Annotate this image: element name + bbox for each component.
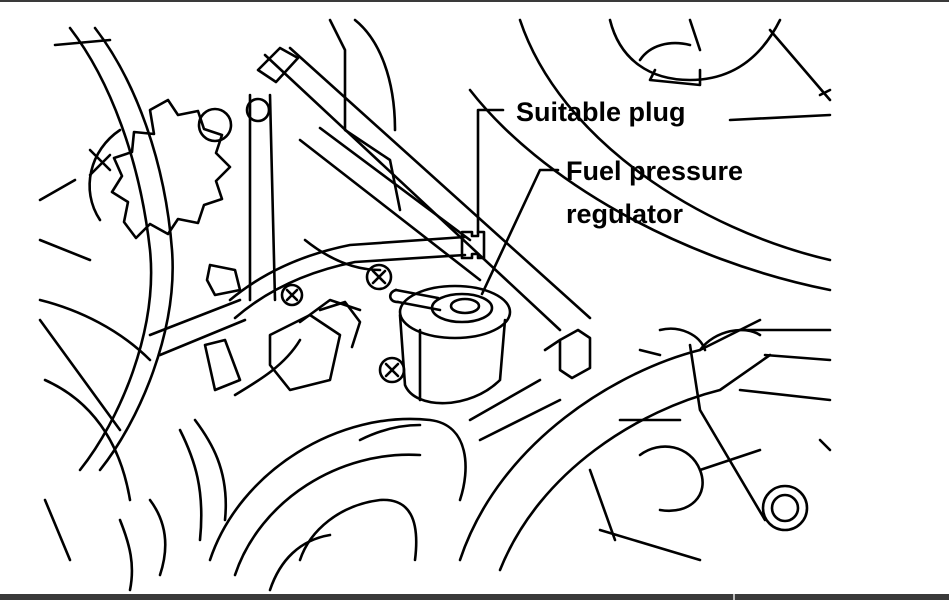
left-hose-outer [68, 26, 153, 472]
plug-hose [228, 235, 467, 302]
callout-fuel-pressure: Fuel pressure [566, 156, 743, 186]
regulator-leader-line [480, 168, 560, 296]
bottom-bar-divider [733, 594, 735, 600]
lower-right-bolt [761, 484, 809, 532]
upper-left-sprocket [110, 98, 232, 240]
bolt-left [280, 283, 304, 307]
top-pipe-a [263, 53, 562, 332]
right-upper-housing [518, 18, 832, 262]
bolt-upper [365, 263, 393, 291]
top-pipe-b [288, 46, 592, 320]
plug-leader-line [476, 108, 505, 234]
suitable-plug [460, 230, 486, 260]
right-hose [458, 318, 762, 562]
left-hose-inner [93, 26, 174, 472]
fuel-pressure-regulator [388, 284, 512, 405]
callout-regulator: regulator [566, 199, 684, 229]
lower-pulley [208, 417, 467, 562]
window-bottom-bar [0, 594, 949, 600]
window-top-border [0, 0, 949, 2]
callout-suitable-plug: Suitable plug [516, 97, 686, 127]
